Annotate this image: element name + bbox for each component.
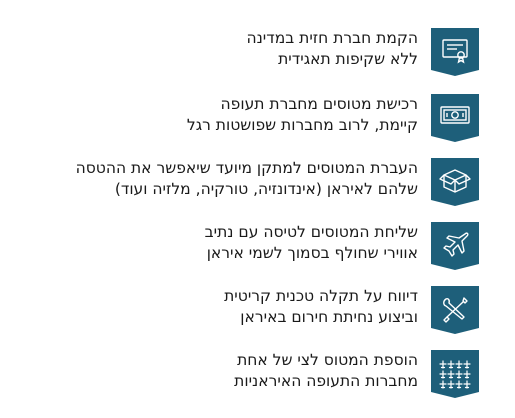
- step-item-4: שליחת המטוסים לטיסה עם נתיב אווירי שחולף…: [0, 222, 515, 278]
- step-line-2: אווירי שחולף בסמוך לשמי איראן: [206, 244, 418, 262]
- certificate-icon: [431, 28, 479, 76]
- step-line-1: שליחת המטוסים לטיסה עם נתיב: [204, 223, 418, 241]
- step-badge: [428, 28, 482, 76]
- step-badge: [428, 350, 482, 398]
- step-text: הקמת חברת חזית במדינה ללא שקיפות תאגידית: [8, 28, 418, 70]
- step-line-1: דיווח על תקלה טכנית קריטית: [224, 287, 418, 305]
- step-item-6: הוספת המטוס לצי של אחת מחברות התעופה האי…: [0, 350, 515, 406]
- step-line-2: ללא שקיפות תאגידית: [278, 50, 418, 68]
- step-line-1: הוספת המטוס לצי של אחת: [237, 351, 418, 369]
- step-line-2: שלהם לאיראן (אינדונזיה, טורקיה, מלזיה וע…: [114, 180, 418, 198]
- tools-icon: [431, 286, 479, 334]
- step-badge: [428, 158, 482, 206]
- step-line-1: העברת המטוסים למתקן מיועד שיאפשר את ההטס…: [75, 159, 418, 177]
- box-icon: [431, 158, 479, 206]
- airplane-icon: [431, 222, 479, 270]
- step-item-3: העברת המטוסים למתקן מיועד שיאפשר את ההטס…: [0, 158, 515, 214]
- step-text: רכישת מטוסים מחברת תעופה קיימת, לרוב מחב…: [8, 94, 418, 136]
- step-line-1: רכישת מטוסים מחברת תעופה: [220, 95, 418, 113]
- step-item-2: רכישת מטוסים מחברת תעופה קיימת, לרוב מחב…: [0, 94, 515, 150]
- step-text: העברת המטוסים למתקן מיועד שיאפשר את ההטס…: [8, 158, 418, 200]
- step-badge: [428, 94, 482, 142]
- step-badge: [428, 222, 482, 270]
- step-text: שליחת המטוסים לטיסה עם נתיב אווירי שחולף…: [8, 222, 418, 264]
- step-line-2: מחברות התעופה האיראניות: [234, 372, 418, 390]
- step-line-1: הקמת חברת חזית במדינה: [246, 29, 418, 47]
- step-item-5: דיווח על תקלה טכנית קריטית וביצוע נחיתת …: [0, 286, 515, 342]
- step-item-1: הקמת חברת חזית במדינה ללא שקיפות תאגידית: [0, 28, 515, 84]
- fleet-icon: [431, 350, 479, 398]
- step-text: דיווח על תקלה טכנית קריטית וביצוע נחיתת …: [8, 286, 418, 328]
- step-text: הוספת המטוס לצי של אחת מחברות התעופה האי…: [8, 350, 418, 392]
- step-badge: [428, 286, 482, 334]
- step-line-2: וביצוע נחיתת חירום באיראן: [240, 308, 418, 326]
- money-icon: [431, 94, 479, 142]
- step-line-2: קיימת, לרוב מחברות שפושטות רגל: [186, 116, 418, 134]
